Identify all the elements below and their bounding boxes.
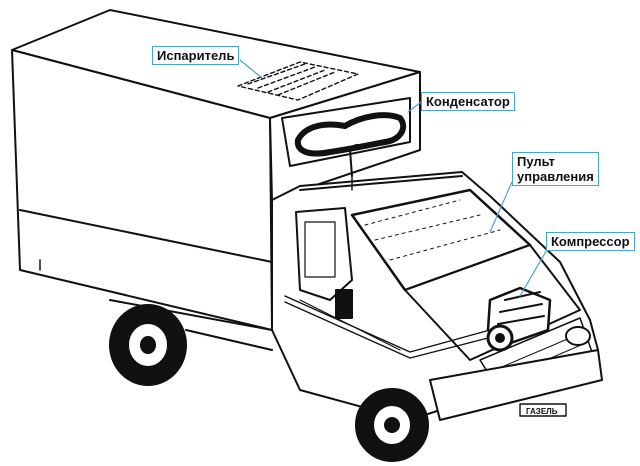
condenser-label: Конденсатор: [421, 92, 515, 111]
compressor-label: Компрессор: [546, 232, 635, 251]
grille-badge: ГАЗЕЛЬ: [526, 407, 558, 416]
cab: [271, 171, 603, 421]
compressor-unit: [486, 286, 552, 352]
rear-wheel: [109, 304, 187, 386]
control-panel-label-line2: управления: [517, 169, 594, 184]
chassis: [109, 299, 273, 351]
front-wheel: [355, 388, 429, 462]
condenser-badge: TF: [354, 143, 365, 152]
control-panel-label: Пульт управления: [512, 152, 599, 186]
evaporator-label: Испаритель: [152, 46, 240, 65]
evaporator-unit: [237, 61, 359, 101]
leader-lines: [239, 59, 549, 297]
refrigerant-lines: [284, 175, 491, 359]
condenser-unit: [281, 97, 411, 177]
control-panel-label-line1: Пульт: [517, 154, 555, 169]
